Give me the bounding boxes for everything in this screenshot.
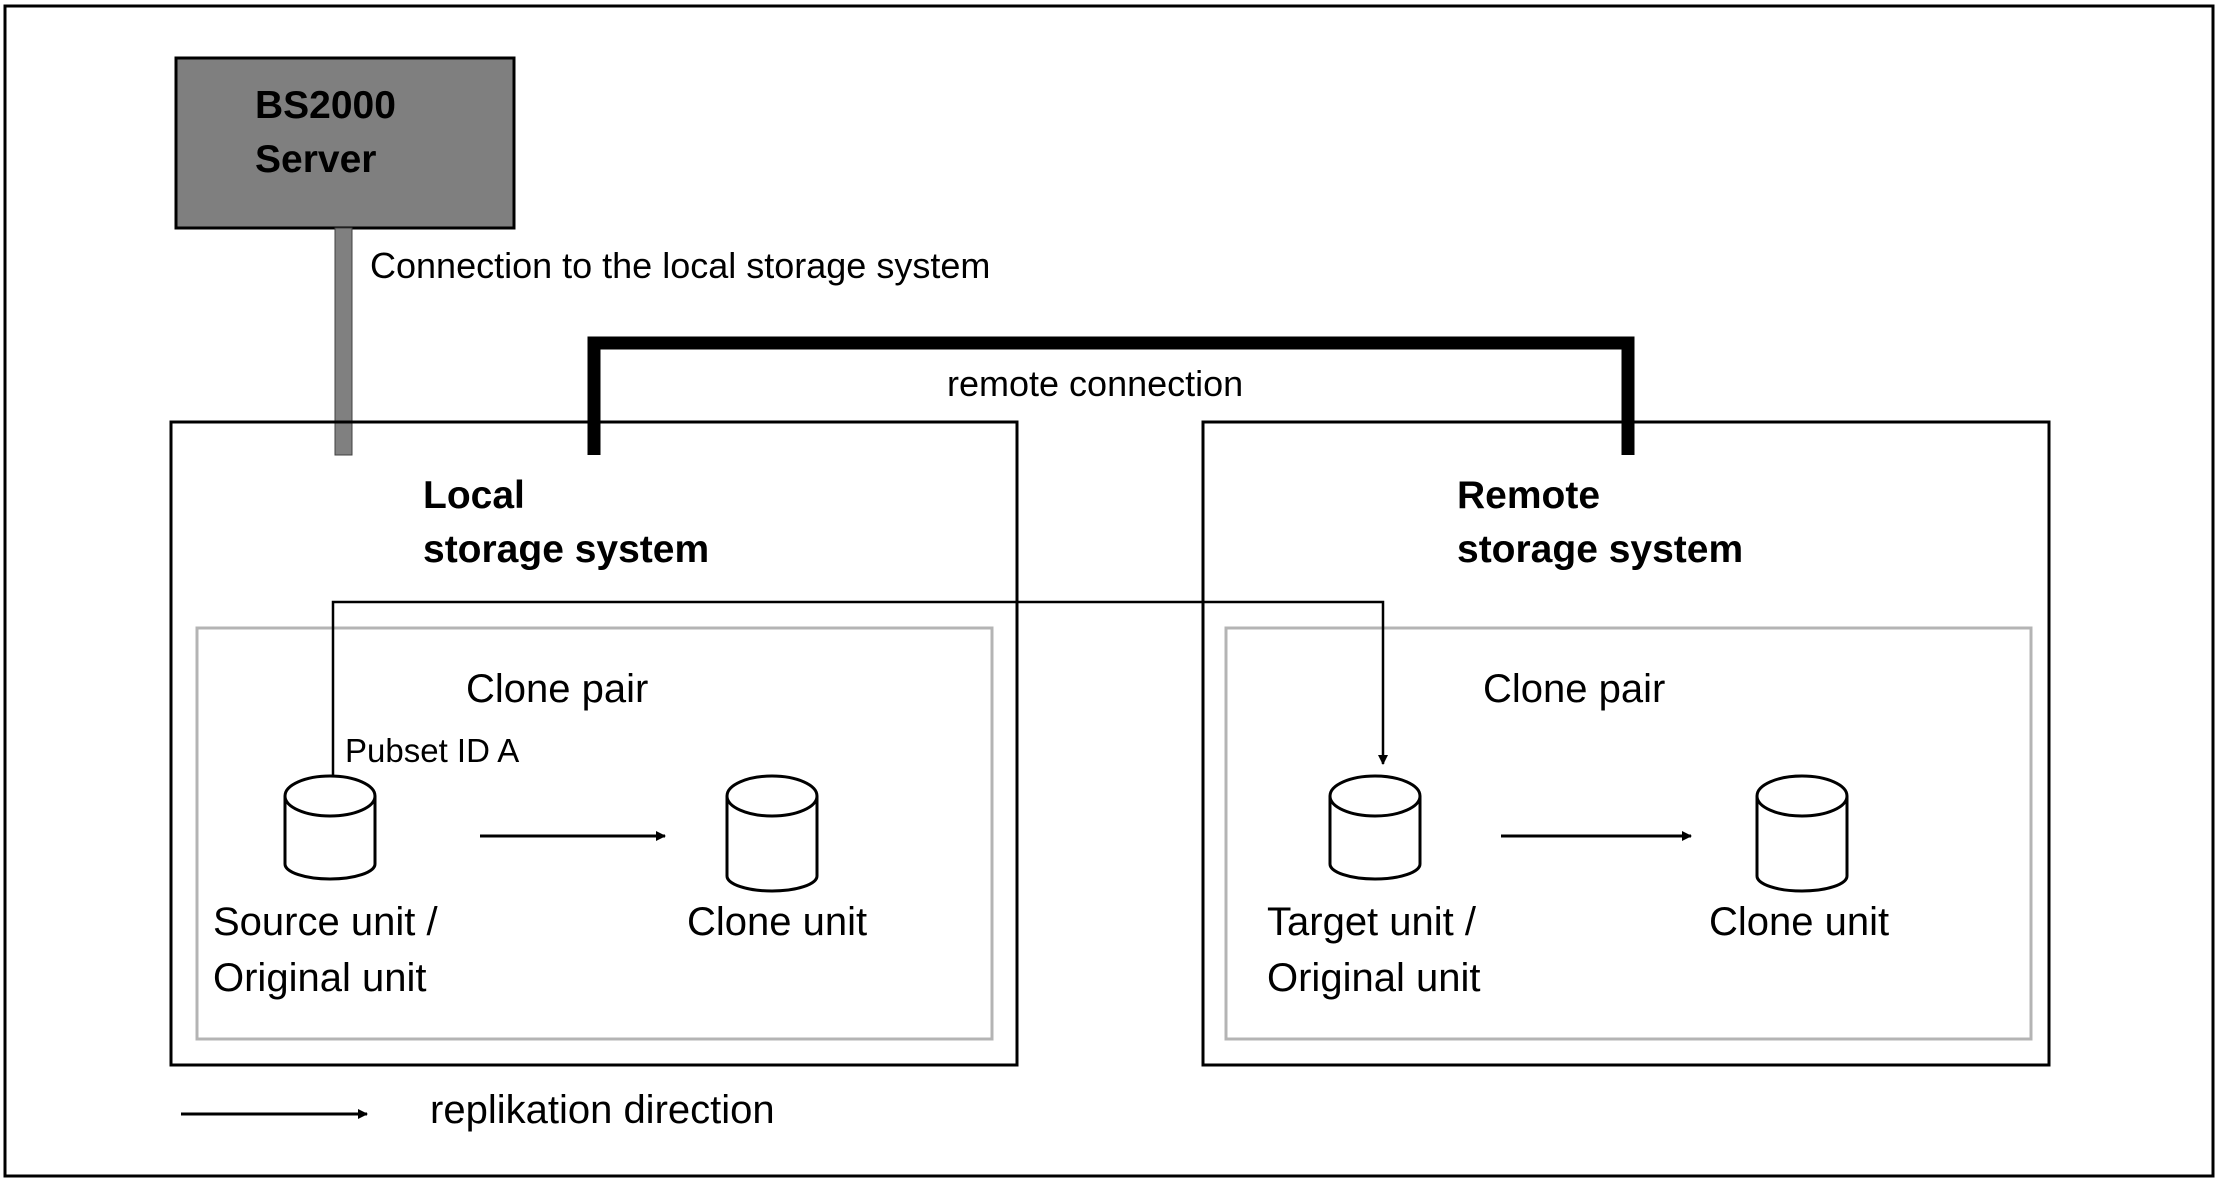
legend-label: replikation direction (430, 1088, 775, 1132)
remote-storage-box (1201, 420, 2051, 1067)
server-label-line2: Server (255, 138, 376, 181)
connection-label: Connection to the local storage system (370, 245, 990, 286)
source-to-target-replication-line (331, 600, 1388, 775)
local-storage-box (169, 420, 1019, 1067)
local-storage-title-line1: Local (423, 474, 525, 517)
remote-storage-title-line1: Remote (1457, 474, 1600, 517)
remote-clone-pair-label: Clone pair (1483, 667, 1665, 711)
source-unit-label-line1: Source unit / (213, 900, 438, 944)
remote-storage-title-line2: storage system (1457, 528, 1743, 571)
local-storage-title-line2: storage system (423, 528, 709, 571)
local-clone-pair-label: Clone pair (466, 667, 648, 711)
server-connector (334, 227, 353, 456)
outer-frame (3, 4, 2215, 1178)
target-unit-icon (1328, 774, 1422, 881)
source-unit-icon (283, 774, 377, 881)
source-unit-label-line2: Original unit (213, 956, 426, 1000)
local-clone-unit-label: Clone unit (687, 900, 867, 944)
local-clone-pair-box (195, 626, 994, 1041)
remote-connection-line (587, 336, 1635, 455)
remote-clone-pair-box (1224, 626, 2033, 1041)
local-clone-unit-icon (725, 774, 819, 893)
remote-connection-label: remote connection (947, 363, 1243, 404)
target-unit-label-line2: Original unit (1267, 956, 1480, 1000)
target-unit-label-line1: Target unit / (1267, 900, 1477, 944)
remote-clone-unit-icon (1755, 774, 1849, 893)
pubset-label: Pubset ID A (345, 732, 519, 769)
remote-clone-unit-label: Clone unit (1709, 900, 1889, 944)
server-label-line1: BS2000 (255, 84, 396, 127)
